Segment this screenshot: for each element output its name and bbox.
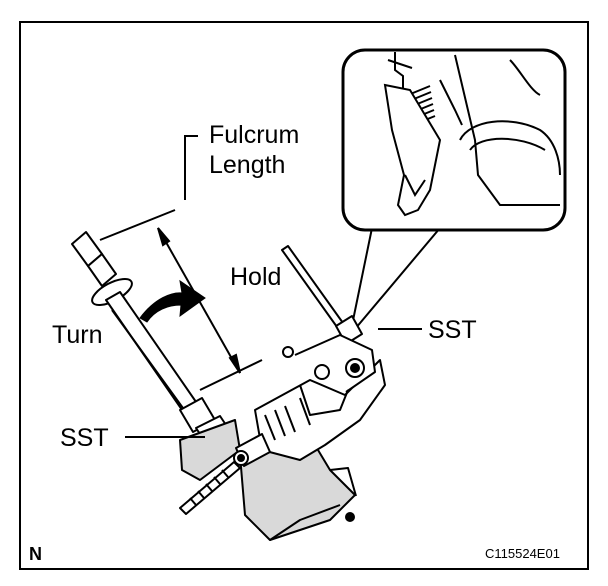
label-sst-right: SST: [428, 316, 477, 344]
inset-box: [341, 48, 567, 232]
dimension-arrow-bottom: [228, 353, 241, 374]
torque-wrench: [71, 231, 241, 459]
dimension-arrow-top: [157, 227, 171, 247]
figure-code: C115524E01: [485, 546, 560, 561]
inset-housing: [454, 54, 560, 206]
label-fulcrum: Fulcrum: [209, 121, 299, 149]
turn-arrow: [139, 279, 206, 323]
corner-letter-n: N: [29, 544, 42, 564]
inset-cable: [394, 52, 404, 90]
label-turn: Turn: [52, 321, 102, 349]
label-sst-left: SST: [60, 424, 109, 452]
label-length: Length: [209, 151, 285, 179]
extension-line-top: [99, 209, 176, 241]
inset-lever: [383, 83, 442, 217]
extension-line-bottom: [199, 359, 263, 391]
label-leader-fulcrum: [184, 135, 198, 200]
detail-inset: [341, 48, 567, 336]
label-hold: Hold: [230, 263, 281, 291]
throttle-body-assembly: [179, 334, 386, 541]
